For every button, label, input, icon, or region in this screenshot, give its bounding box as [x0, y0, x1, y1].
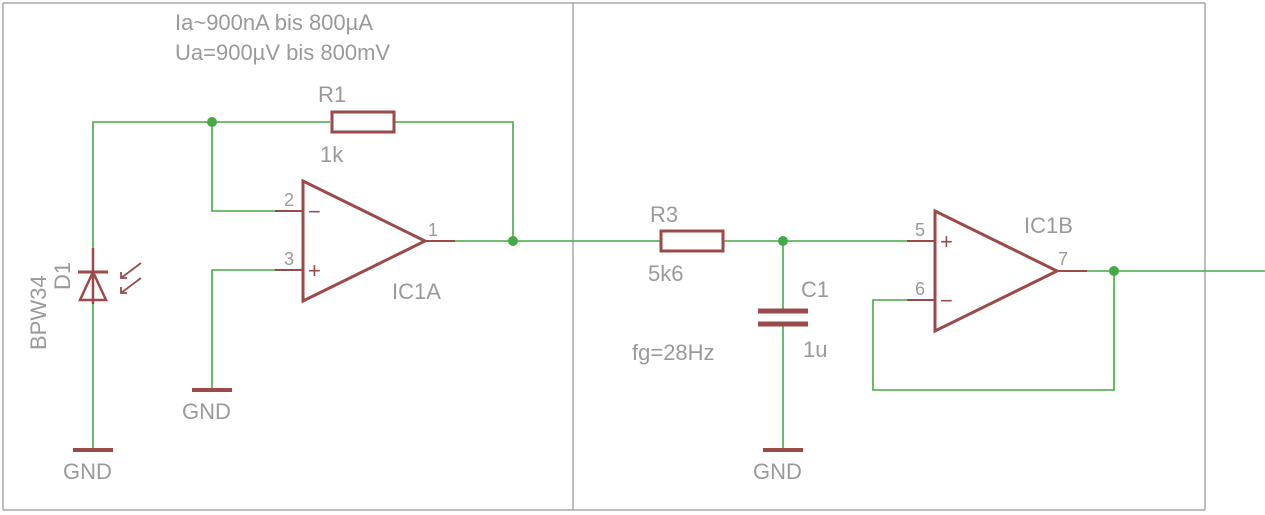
ic1a-pin-inv: 2 [284, 190, 294, 210]
wire-noninv-to-ground [211, 269, 303, 390]
capacitor-c1 [758, 308, 808, 327]
c1-name: C1 [801, 277, 829, 302]
resistor-r1 [330, 110, 396, 134]
junctions [207, 117, 1119, 276]
wire-diode-to-feedback [92, 121, 330, 248]
junction-ic1b-output [1109, 266, 1119, 276]
r1-name: R1 [318, 82, 346, 107]
wire-ic1b-feedback [872, 271, 1115, 391]
r3-value: 5k6 [648, 261, 683, 286]
ic1b-pin-inv: 6 [915, 279, 925, 299]
wire-feedback-to-output [394, 121, 514, 241]
wires [92, 121, 1265, 450]
opamp-ic1a-triangle [301, 178, 429, 304]
ic1b-minus-sign: − [940, 288, 953, 313]
ground-cap-label: GND [753, 459, 802, 484]
d1-value: BPW34 [26, 275, 51, 350]
d1-name: D1 [50, 262, 75, 290]
ic1a-pin-out: 1 [428, 220, 438, 240]
opamp-ic1b-triangle [933, 208, 1061, 334]
photodiode-triangle-icon [78, 269, 108, 302]
annotation-voltage-range: Ua=900µV bis 800mV [175, 40, 390, 65]
junction-feedback-node [207, 117, 217, 127]
ic1a-plus-sign: + [308, 258, 321, 283]
ground-symbols [73, 388, 803, 452]
junction-filter-node [778, 236, 788, 246]
junction-ic1a-output [508, 236, 518, 246]
labels: Ia~900nA bis 800µA Ua=900µV bis 800mV fg… [26, 10, 1073, 484]
ic1b-name: IC1B [1024, 213, 1073, 238]
ground-opamp-label: GND [182, 399, 231, 424]
c1-value: 1u [803, 337, 827, 362]
r3-name: R3 [650, 202, 678, 227]
ic1a-minus-sign: − [308, 199, 321, 224]
opamp-signs: − + + − [308, 199, 953, 313]
ic1b-pin-out: 7 [1058, 249, 1068, 269]
ic1a-name: IC1A [392, 279, 441, 304]
opamp-ic1a [275, 178, 455, 304]
resistor-r3 [659, 229, 725, 253]
drawing-frame [2, 2, 1206, 511]
ground-diode-label: GND [63, 459, 112, 484]
annotation-current-range: Ia~900nA bis 800µA [175, 10, 373, 35]
ic1b-plus-sign: + [940, 229, 953, 254]
light-arrows-icon [120, 262, 142, 294]
photodiode-d1 [78, 248, 142, 304]
annotation-cutoff-frequency: fg=28Hz [632, 340, 715, 365]
r1-value: 1k [320, 142, 344, 167]
ic1b-pin-noninv: 5 [915, 220, 925, 240]
ic1a-pin-noninv: 3 [284, 249, 294, 269]
wire-node-to-inv-input [211, 122, 303, 212]
opamp-ic1b [907, 208, 1087, 334]
